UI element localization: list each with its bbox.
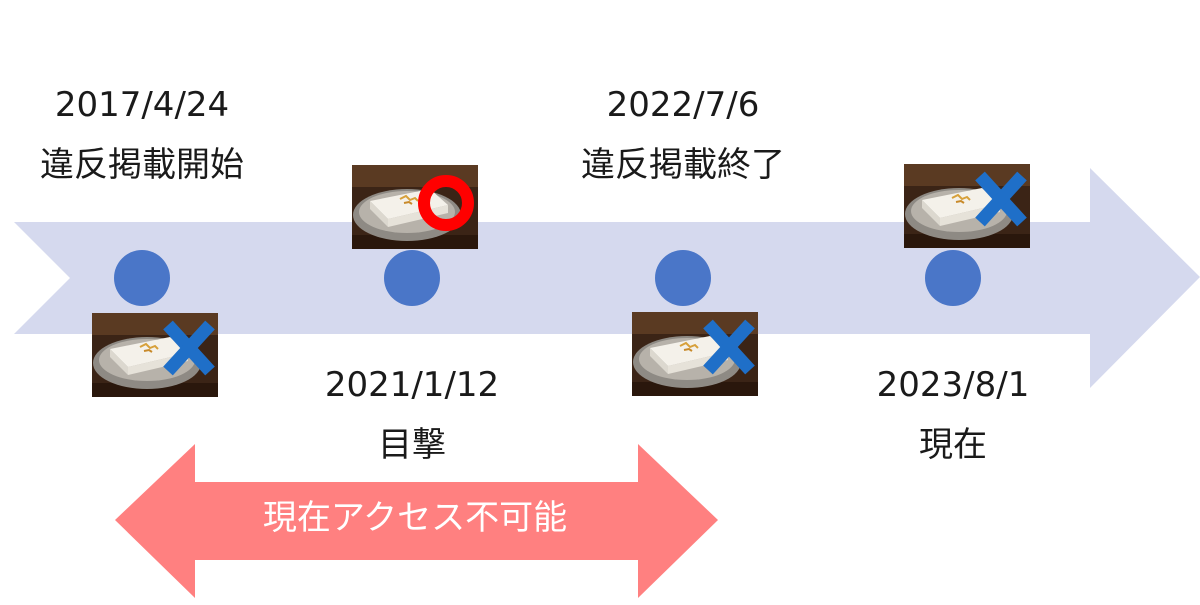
tofu-dish-image — [352, 165, 478, 249]
circle-mark-icon — [418, 175, 474, 231]
timeline-arrow — [14, 168, 1200, 388]
event-photo-2 — [352, 165, 478, 249]
cross-mark-icon — [163, 320, 215, 376]
event-photo-3 — [632, 312, 758, 396]
event-dot-1 — [114, 250, 170, 306]
tofu-dish-image — [904, 164, 1030, 248]
tofu-dish-image — [92, 313, 218, 397]
event-dot-2 — [384, 250, 440, 306]
event-date-3: 2022/7/6 — [606, 85, 760, 125]
cross-mark-icon — [703, 319, 755, 375]
event-photo-4 — [904, 164, 1030, 248]
event-label-2: 目撃 — [378, 425, 446, 465]
tofu-dish-image — [632, 312, 758, 396]
range-arrow-label: 現在アクセス不可能 — [262, 498, 568, 538]
range-arrow — [115, 444, 718, 598]
event-label-4: 現在 — [919, 425, 987, 465]
event-date-2: 2021/1/12 — [324, 365, 500, 405]
event-label-1: 違反掲載開始 — [40, 145, 244, 185]
cross-mark-icon — [975, 171, 1027, 227]
event-date-1: 2017/4/24 — [54, 85, 230, 125]
event-dot-3 — [655, 250, 711, 306]
event-date-4: 2023/8/1 — [876, 365, 1030, 405]
event-dot-4 — [925, 250, 981, 306]
event-label-3: 違反掲載終了 — [581, 145, 785, 185]
event-photo-1 — [92, 313, 218, 397]
